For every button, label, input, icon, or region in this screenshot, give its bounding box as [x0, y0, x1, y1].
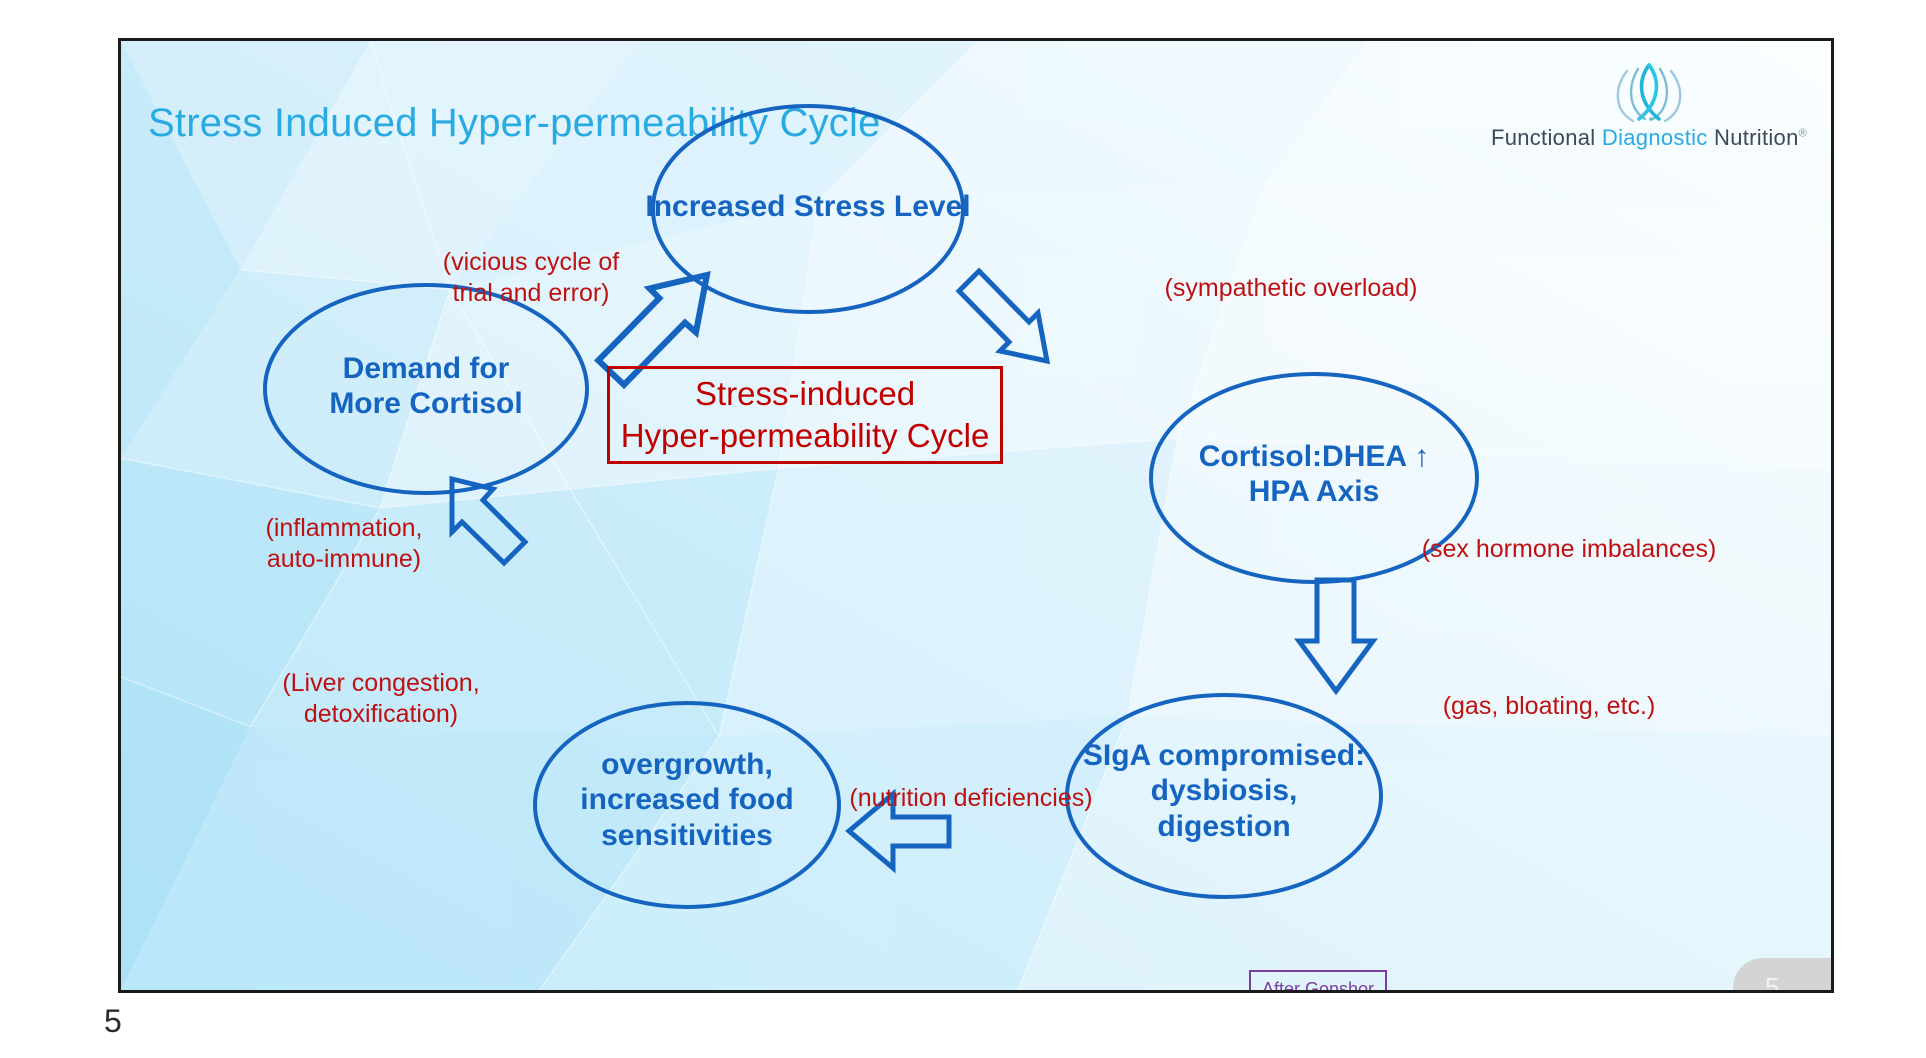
node-overgrowth-food-sensitivities[interactable] [533, 701, 841, 909]
cycle-diagram [263, 104, 1479, 909]
note-gas-bloating: (gas, bloating, etc.) [1442, 692, 1656, 720]
center-callout-text: Stress-induced Hyper-permeability Cycle [620, 374, 990, 454]
arrow-to-demand-cortisol [449, 475, 529, 567]
arrow-to-increased-stress [593, 270, 711, 390]
note-liver-congestion: (Liver congestion, detoxification) [282, 669, 480, 728]
note-sympathetic-overload: (sympathetic overload) [1164, 274, 1418, 302]
center-callout-box: Stress-induced Hyper-permeability Cycle [607, 366, 1003, 464]
credit-label: After Gonshor [1261, 978, 1375, 993]
node-cortisol-dhea-hpa-axis[interactable] [1149, 372, 1479, 584]
note-vicious-cycle: (vicious cycle of trial and error) [442, 248, 620, 307]
registered-mark-icon: ® [1798, 127, 1808, 140]
slide-number-pill: 5 [1733, 958, 1831, 993]
note-inflammation-autoimmune: (inflammation, auto-immune) [265, 514, 423, 573]
node-demand-for-more-cortisol[interactable] [263, 283, 589, 495]
arrow-to-siga [1294, 577, 1378, 696]
page-number: 5 [104, 1003, 122, 1039]
credit-badge[interactable]: After Gonshor [1249, 970, 1387, 993]
page-title: Stress Induced Hyper-permeability Cycle [148, 101, 881, 145]
note-sex-hormone-imbalances: (sex hormone imbalances) [1421, 535, 1717, 563]
arrow-to-overgrowth [845, 788, 952, 874]
node-increased-stress-level[interactable] [651, 104, 965, 314]
logo-text-part1: Functional [1490, 125, 1602, 150]
note-nutrition-deficiencies: (nutrition deficiencies) [849, 784, 1093, 812]
logo-wordmark: Functional Diagnostic Nutrition® [1479, 125, 1819, 151]
brand-logo: Functional Diagnostic Nutrition® [1479, 59, 1819, 169]
node-siga-compromised[interactable] [1065, 693, 1383, 899]
slide-canvas: Stress Induced Hyper-permeability Cycle … [118, 38, 1834, 993]
arrow-to-cortisol-dhea [955, 267, 1051, 365]
slide-number-badge-text: 5 [1765, 972, 1780, 993]
background-polygons [121, 41, 1831, 990]
logo-text-part2: Nutrition [1707, 125, 1799, 150]
logo-text-highlight: Diagnostic [1601, 125, 1708, 150]
leaf-mark-icon [1616, 63, 1682, 123]
